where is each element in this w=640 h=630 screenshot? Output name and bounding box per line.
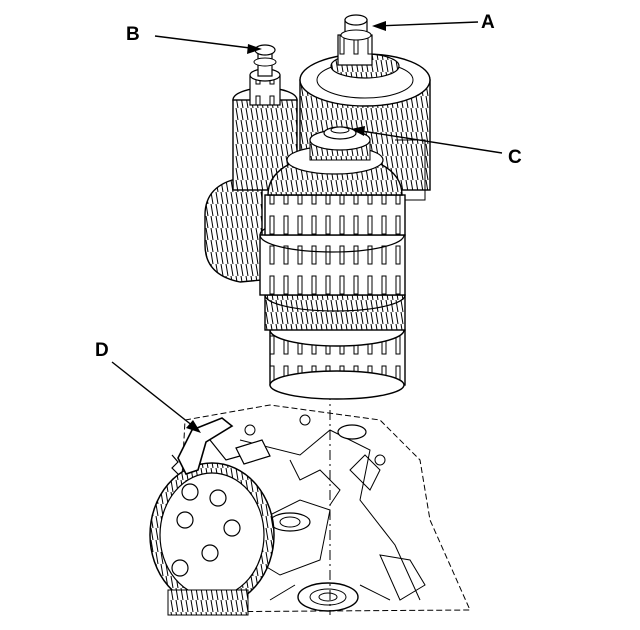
callout-c: C xyxy=(351,126,522,168)
callout-a-label: A xyxy=(481,12,495,33)
shaft-b-gear-large xyxy=(204,177,263,283)
callout-d-label: D xyxy=(95,340,109,361)
shaft-c xyxy=(259,126,406,400)
callout-b-label: B xyxy=(126,24,140,45)
callout-b: B xyxy=(126,24,262,54)
callout-d: D xyxy=(95,340,201,433)
callout-c-label: C xyxy=(508,147,522,168)
differential-gear xyxy=(149,462,275,616)
transmission-case xyxy=(174,404,471,613)
callout-a: A xyxy=(372,12,495,33)
